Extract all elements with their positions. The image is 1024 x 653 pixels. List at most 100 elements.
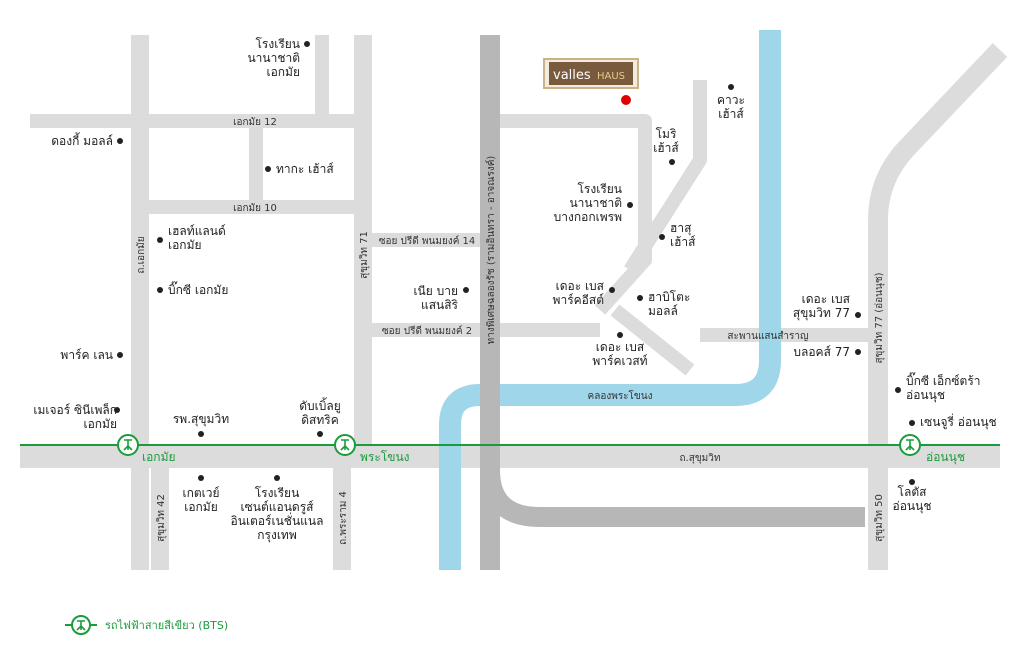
- logo-text-valles: valles: [553, 68, 591, 83]
- logo-panel: [549, 62, 633, 85]
- road-sukhumvit-77: [868, 43, 1008, 570]
- place-dot: [909, 479, 915, 485]
- place-dot: [728, 84, 734, 90]
- road-label-sukhumvit-42: สุขุมวิท 42: [156, 494, 167, 542]
- place-dot: [669, 159, 675, 165]
- place-label: อ่อนนุช: [906, 388, 945, 403]
- place-label: ฮาบิโตะ: [648, 290, 690, 304]
- place-dot: [659, 234, 665, 240]
- road-labels: เอกมัย 12 เอกมัย 10 ถ.เอกมัย สุขุมวิท 71…: [136, 117, 885, 545]
- place-label: โรงเรียน: [255, 37, 300, 51]
- place-label: คาวะ: [717, 93, 745, 107]
- project-location-marker: [621, 95, 631, 105]
- place-dot: [617, 332, 623, 338]
- place-dot: [909, 420, 915, 426]
- place-label: อินเตอร์เนชั่นแนล: [231, 512, 324, 528]
- place-label: แสนสิริ: [421, 298, 459, 312]
- place-label: นานาชาติ: [569, 196, 622, 210]
- road-label-expressway: ทางพิเศษฉลองรัช (รามอินทรา - อาจณรงค์): [485, 156, 497, 345]
- bts-station-phra-khanong: พระโขนง: [334, 434, 410, 464]
- place-health-land: เฮลท์แลนด์เอกมัย: [157, 224, 226, 252]
- road-label-sukhumvit-71: สุขุมวิท 71: [359, 231, 370, 279]
- place-st-andrews: โรงเรียนเซนต์แอนดรูส์อินเตอร์เนชั่นแนลกร…: [231, 475, 324, 543]
- bts-icon-glyph: [123, 439, 133, 451]
- place-dot: [274, 475, 280, 481]
- place-dot: [304, 41, 310, 47]
- expressway: [480, 35, 865, 570]
- place-label: บิ๊กซี เอ็กซ์ตร้า: [906, 372, 981, 388]
- place-lotus-onnut: โลตัสอ่อนนุช: [893, 479, 932, 514]
- place-park-lane: พาร์ค เลน: [60, 348, 123, 362]
- place-label: สุขุมวิท 77: [793, 306, 850, 321]
- canal-phra-khanong: [439, 30, 781, 570]
- place-label: เอกมัย: [266, 65, 300, 79]
- place-dot: [198, 431, 204, 437]
- road-habito-loop: [500, 114, 652, 315]
- place-label: เฮ้าส์: [653, 141, 679, 155]
- place-label: เฮ้าส์: [718, 107, 744, 121]
- place-sukhumvit-hospital: รพ.สุขุมวิท: [173, 412, 229, 437]
- road-kawa-branch: [624, 80, 707, 274]
- place-label: ทากะ เฮ้าส์: [276, 162, 334, 176]
- road-label-ekkamai-10: เอกมัย 10: [233, 203, 277, 214]
- place-bloc-77: บลอคส์ 77: [793, 345, 861, 359]
- place-hasu-house: ฮาสุเฮ้าส์: [659, 221, 696, 249]
- place-tataka-house: ทากะ เฮ้าส์: [265, 162, 334, 176]
- place-dot: [114, 407, 120, 413]
- place-label: โรงเรียน: [255, 486, 300, 500]
- place-dot: [157, 287, 163, 293]
- place-label: เดอะ เบส: [596, 340, 645, 354]
- bts-icon-glyph: [340, 439, 350, 451]
- place-dot: [157, 237, 163, 243]
- place-label: เกตเวย์: [182, 486, 219, 500]
- place-dot: [317, 431, 323, 437]
- place-label: นานาชาติ: [247, 51, 300, 65]
- road-label-ekkamai-12: เอกมัย 12: [233, 117, 277, 128]
- road-network: [20, 35, 1008, 570]
- place-dunkirk: ดับเบิ้ลยูดิสทริค: [299, 397, 341, 437]
- place-label: เฮลท์แลนด์: [168, 224, 226, 238]
- place-label: เฮ้าส์: [670, 235, 696, 249]
- place-label: บลอคส์ 77: [793, 345, 850, 359]
- road-label-bridge: สะพานแสนสำราญ: [727, 331, 808, 342]
- place-label: เดอะ เบส: [556, 279, 605, 293]
- place-label: ดับเบิ้ลยู: [299, 397, 341, 414]
- road-label-sukhumvit-50: สุขุมวิท 50: [874, 494, 885, 542]
- place-label: เดอะ เบส: [802, 292, 851, 306]
- place-label: เอกมัย: [83, 417, 117, 431]
- place-label: มอลล์: [648, 304, 678, 318]
- place-label: ฮาสุ: [670, 221, 692, 236]
- road-bridge-approach: [610, 304, 695, 376]
- expressway-ramp: [480, 469, 865, 527]
- place-dot: [463, 287, 469, 293]
- place-dot: [855, 312, 861, 318]
- place-century-onnut: เซนจูรี่ อ่อนนุช: [909, 413, 997, 430]
- logo-text-haus: HAUS: [597, 71, 625, 82]
- place-dot: [117, 352, 123, 358]
- place-label: อ่อนนุช: [893, 499, 932, 514]
- valles-haus-logo: valles HAUS: [543, 58, 639, 89]
- place-dot: [117, 138, 123, 144]
- place-label: เอกมัย: [168, 238, 202, 252]
- place-label: กรุงเทพ: [257, 528, 297, 543]
- road-label-sukhumvit: ถ.สุขุมวิท: [680, 453, 721, 464]
- road-label-soi-preedi-14: ซอย ปรีดี พนมยงค์ 14: [379, 235, 476, 247]
- place-label: ดองกี้ มอลล์: [51, 132, 113, 148]
- place-big-c-extra-onnut: บิ๊กซี เอ็กซ์ตร้าอ่อนนุช: [895, 372, 981, 403]
- place-label: พาร์คอีสต์: [553, 293, 604, 307]
- bts-icon-glyph: [905, 439, 915, 451]
- place-gateway-ekkamai: เกตเวย์เอกมัย: [182, 475, 220, 514]
- place-label: เนีย บาย: [413, 284, 458, 298]
- place-label: รพ.สุขุมวิท: [173, 412, 229, 427]
- place-label: บิ๊กซี เอกมัย: [168, 281, 228, 297]
- place-label: บางกอกเพรพ: [554, 210, 622, 224]
- bts-station-label: พระโขนง: [360, 450, 410, 464]
- place-dot: [609, 287, 615, 293]
